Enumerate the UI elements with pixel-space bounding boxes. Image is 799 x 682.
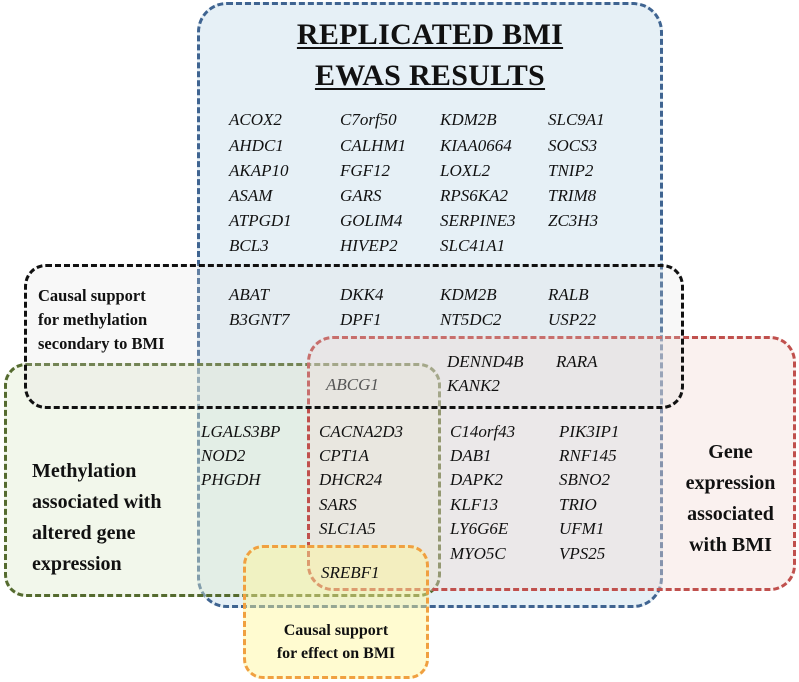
gene-label: BCL3: [229, 236, 269, 255]
gene-label: VPS25: [559, 544, 606, 563]
gene-label: AKAP10: [229, 161, 289, 180]
causal-bmi-label: Causal support for effect on BMI: [276, 622, 396, 662]
ewas-results-region: [197, 2, 663, 608]
gene-label: KANK2: [447, 376, 500, 395]
methylation-expression-label: Methylation associated with altered gene…: [32, 460, 162, 575]
gene-label: LOXL2: [440, 161, 491, 180]
gene-label: B3GNT7: [229, 310, 290, 329]
gene-label: FGF12: [340, 161, 391, 180]
gene-label: KDM2B: [440, 110, 497, 129]
gene-label: SREBF1: [321, 563, 380, 582]
gene-label: C7orf50: [340, 110, 397, 129]
gene-label: RALB: [548, 285, 589, 304]
gene-label: ACOX2: [229, 110, 282, 129]
gene-label: NT5DC2: [440, 310, 502, 329]
gene-label: C14orf43: [450, 422, 516, 441]
gene-label: DAB1: [450, 446, 492, 465]
gene-label: SOCS3: [548, 136, 598, 155]
gene-label: DAPK2: [450, 470, 503, 489]
gene-label: TNIP2: [548, 161, 594, 180]
gene-label: DPF1: [340, 310, 382, 329]
gene-label: DKK4: [340, 285, 384, 304]
gene-label: CALHM1: [340, 136, 407, 155]
gene-label: AHDC1: [229, 136, 284, 155]
causal-methylation-label: Causal support for methylation secondary…: [38, 286, 165, 353]
gene-label: RNF145: [559, 446, 617, 465]
gene-label: ASAM: [229, 186, 273, 205]
diagram-title-line-1: REPLICATED BMI: [296, 18, 564, 51]
gene-expression-region: [307, 336, 796, 591]
gene-label: ATPGD1: [229, 211, 292, 230]
gene-label: DENND4B: [447, 352, 524, 371]
causal-methylation-region: [24, 264, 684, 409]
methylation-expression-region: [4, 363, 441, 597]
gene-label: MYO5C: [450, 544, 506, 563]
gene-label: TRIO: [559, 495, 597, 514]
gene-label: KIAA0664: [440, 136, 512, 155]
gene-label: SARS: [319, 495, 357, 514]
gene-label: LGALS3BP: [201, 422, 281, 441]
gene-label: ABCG1: [326, 375, 379, 394]
gene-label: HIVEP2: [340, 236, 398, 255]
gene-label: NOD2: [201, 446, 246, 465]
gene-label: GARS: [340, 186, 382, 205]
gene-label: SLC41A1: [440, 236, 506, 255]
gene-label: USP22: [548, 310, 597, 329]
gene-label: RARA: [556, 352, 598, 371]
gene-label: RPS6KA2: [440, 186, 508, 205]
gene-label: LY6G6E: [450, 519, 509, 538]
gene-label: CPT1A: [319, 446, 370, 465]
gene-label: ZC3H3: [548, 211, 599, 230]
gene-label: SBNO2: [559, 470, 610, 489]
gene-label: SLC9A1: [548, 110, 605, 129]
gene-label: SLC1A5: [319, 519, 376, 538]
causal-bmi-region: [243, 545, 429, 679]
gene-label: ABAT: [229, 285, 269, 304]
gene-label: CACNA2D3: [319, 422, 404, 441]
gene-label: KDM2B: [440, 285, 497, 304]
gene-label: UFM1: [559, 519, 605, 538]
gene-label: DHCR24: [319, 470, 383, 489]
gene-label: PIK3IP1: [559, 422, 620, 441]
gene-label: GOLIM4: [340, 211, 403, 230]
gene-expression-label: Gene expression associated with BMI: [685, 441, 776, 556]
gene-label: PHGDH: [201, 470, 261, 489]
diagram-title-line-2: EWAS RESULTS: [314, 59, 546, 92]
gene-label: KLF13: [450, 495, 499, 514]
gene-label: TRIM8: [548, 186, 597, 205]
gene-label: SERPINE3: [440, 211, 516, 230]
